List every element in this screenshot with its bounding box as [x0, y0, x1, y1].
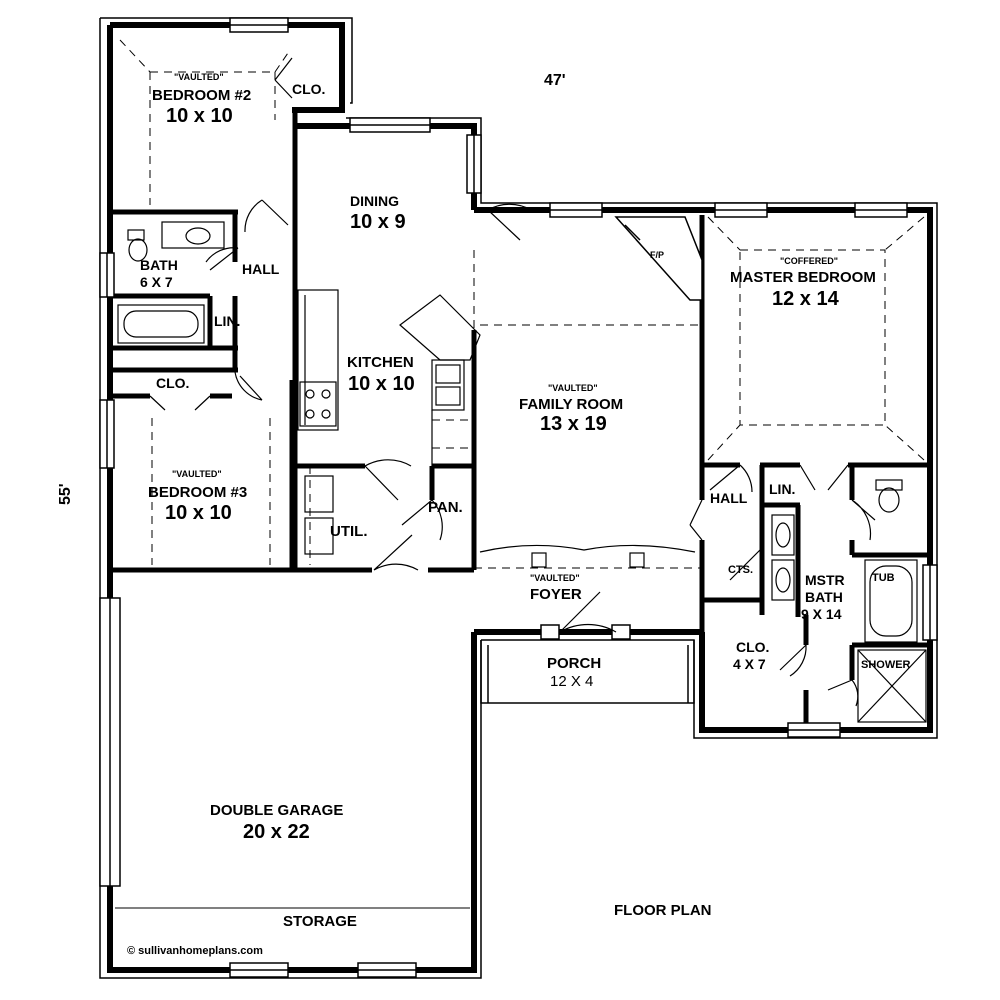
hall-left-label: HALL: [242, 261, 280, 277]
pantry-label: PAN.: [428, 499, 463, 516]
bedroom3-name: BEDROOM #3: [148, 484, 248, 501]
windows: [99, 17, 938, 978]
closet-master-name: CLO.: [736, 639, 770, 655]
dashed-lines: [115, 39, 700, 909]
bath-size: 6 X 7: [140, 274, 173, 290]
foyer-name: FOYER: [530, 586, 582, 603]
linen-left-label: LIN.: [214, 313, 241, 329]
interior-walls: [110, 110, 930, 730]
coffered-ceiling: [707, 216, 925, 461]
garage-name: DOUBLE GARAGE: [210, 802, 344, 819]
master-size: 12 x 14: [772, 288, 839, 310]
bedroom2-name: BEDROOM #2: [152, 87, 252, 104]
bath-fixtures: [117, 221, 927, 723]
closet-top-label: CLO.: [292, 81, 326, 97]
closet-master-size: 4 X 7: [733, 656, 766, 672]
dining-size: 10 x 9: [350, 211, 406, 233]
family-tag: "VAULTED": [548, 383, 598, 393]
utility-label: UTIL.: [330, 523, 368, 540]
hall-right-label: HALL: [710, 490, 748, 506]
family-name: FAMILY ROOM: [519, 396, 624, 413]
bedroom2-tag: "VAULTED": [174, 72, 224, 82]
plan-title: FLOOR PLAN: [614, 902, 712, 919]
storage-label: STORAGE: [283, 913, 357, 930]
foyer-columns: [479, 544, 696, 568]
linen-right-label: LIN.: [769, 481, 796, 497]
doors: [149, 57, 876, 707]
kitchen-fixtures: [297, 289, 481, 555]
kitchen-size: 10 x 10: [348, 373, 415, 395]
cts-label: CTS.: [728, 564, 754, 576]
shower-label: SHOWER: [861, 659, 911, 671]
master-bath-size: 9 X 14: [801, 606, 842, 622]
garage-size: 20 x 22: [243, 821, 310, 843]
closet-left-label: CLO.: [156, 375, 190, 391]
master-bath-name1: MSTR: [805, 572, 845, 588]
exterior-outline: [99, 17, 938, 979]
kitchen-name: KITCHEN: [347, 354, 414, 371]
depth-dimension: 55': [57, 483, 74, 505]
master-tag: "COFFERED": [780, 256, 839, 266]
family-size: 13 x 19: [540, 413, 607, 435]
porch-name: PORCH: [547, 655, 602, 672]
fireplace-label: F/P: [650, 250, 665, 260]
master-bath-name2: BATH: [805, 589, 843, 605]
bath-name: BATH: [140, 257, 178, 273]
foyer-tag: "VAULTED": [530, 573, 580, 583]
bedroom3-tag: "VAULTED": [172, 469, 222, 479]
tub-label: TUB: [872, 572, 895, 584]
master-name: MASTER BEDROOM: [730, 269, 876, 286]
copyright-text: © sullivanhomeplans.com: [127, 945, 263, 957]
bedroom3-size: 10 x 10: [165, 502, 232, 524]
bedroom2-size: 10 x 10: [166, 105, 233, 127]
fireplace: [614, 216, 703, 301]
dining-name: DINING: [350, 193, 399, 209]
porch-size: 12 X 4: [550, 673, 594, 690]
width-dimension: 47': [544, 72, 566, 89]
